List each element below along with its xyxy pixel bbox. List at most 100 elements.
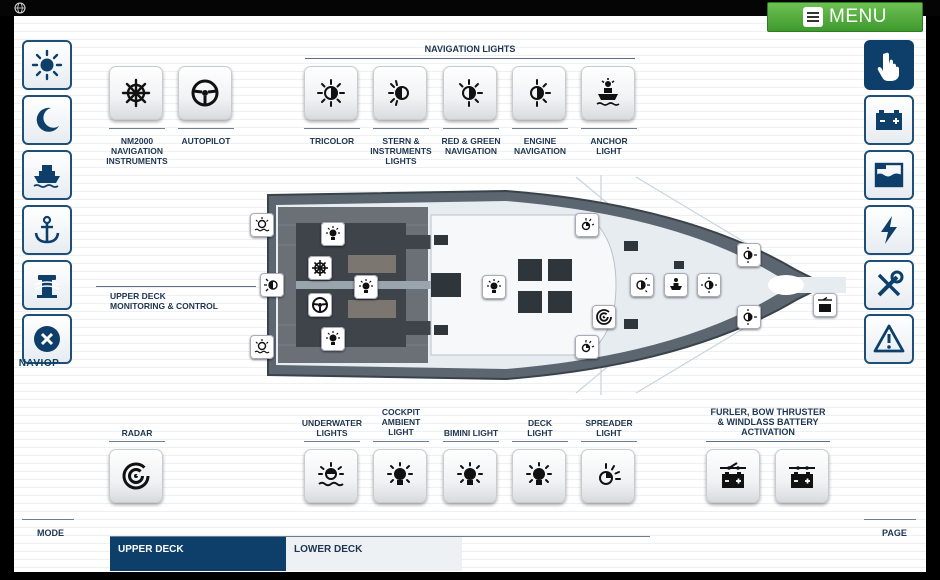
tank-page-button[interactable] [864,150,914,200]
mode-divider [22,519,74,520]
spreader-label-line2: LIGHT [596,428,622,438]
bow-light-port-marker[interactable] [737,243,761,267]
red-green-light-icon [743,309,757,325]
anchor-mode-button[interactable] [22,205,72,255]
navigation-lights-title: NAVIGATION LIGHTS [424,44,516,54]
lightning-icon [881,216,897,244]
bimini-light-marker[interactable] [482,275,506,299]
underwater-light-icon [254,217,270,232]
underwater-lights-button[interactable] [304,449,358,503]
page-label: PAGE [882,528,907,538]
anchor-light-icon [670,278,682,290]
underwater-label-line1: UNDERWATER [301,418,363,428]
cockpit-ambient-light-button[interactable] [373,449,427,503]
cockpit-light-marker-2[interactable] [354,275,378,299]
bulb-icon [487,279,501,293]
tab-lower-deck[interactable]: LOWER DECK [286,537,462,571]
engine-label-line2: NAVIGATION [513,146,567,156]
spreader-light-button[interactable] [581,449,635,503]
anchor-light-marker[interactable] [664,273,688,297]
autopilot-label: AUTOPILOT [181,136,231,146]
mode-label: MODE [37,528,64,538]
stern-label-line1: STERN & [382,136,420,146]
nm2000-line [109,128,165,129]
bollard-icon [34,275,60,298]
underwater-label-line2: LIGHTS [316,428,348,438]
tricolor-button[interactable] [304,66,358,120]
cockpit-line [373,441,429,442]
day-mode-button[interactable] [22,40,72,90]
bow-battery-marker[interactable] [813,293,837,317]
brand-logo: NAVIOP [18,358,60,369]
tools-icon [877,270,904,297]
bulb-icon [387,462,413,485]
battery-title-line1: FURLER, BOW THRUSTER [710,407,826,417]
menu-list-icon [803,7,824,27]
helm-icon [121,78,151,108]
underwater-light-port-marker[interactable] [250,213,274,237]
globe-icon [14,2,26,14]
bimini-line [443,441,499,442]
battery-switch-1-button[interactable] [706,449,760,503]
red-green-label-line2: NAVIGATION [444,146,498,156]
engine-light-marker[interactable] [630,273,654,297]
cruise-mode-button[interactable] [22,150,72,200]
anchor-light-button[interactable] [581,66,635,120]
nm2000-label-line2: NAVIGATION [110,146,164,156]
night-mode-button[interactable] [22,95,72,145]
stern-light-marker[interactable] [260,273,284,297]
menu-button[interactable]: MENU [767,2,923,32]
deck-line [512,441,568,442]
anchor-light-label: ANCHOR LIGHT [569,136,649,156]
underwater-lights-label: UNDERWATER LIGHTS [292,418,372,438]
cockpit-label-line3: LIGHT [388,427,414,437]
cockpit-label-line1: COCKPIT [381,407,421,417]
engine-label-line1: ENGINE [523,136,557,146]
close-button[interactable] [22,314,72,364]
battery-page-button[interactable] [864,95,914,145]
red-green-line [443,128,499,129]
spreader-light-port-marker[interactable] [575,213,599,237]
bulb-icon [326,331,340,345]
radar-icon [122,462,151,490]
deck-tabs: UPPER DECK LOWER DECK [110,537,462,571]
stern-label-line3: LIGHTS [385,156,417,166]
tricolor-light-icon [701,277,717,293]
tabs-divider [110,536,650,537]
tools-page-button[interactable] [864,260,914,310]
alarm-page-button[interactable] [864,314,914,364]
nm2000-navigation-button[interactable] [109,66,163,120]
deck-light-button[interactable] [512,449,566,503]
spreader-line [581,441,637,442]
red-green-light-icon [459,79,483,107]
red-green-light-icon [743,247,757,263]
menu-button-label: MENU [829,6,887,27]
red-green-navigation-button[interactable] [443,66,497,120]
upper-deck-label-line1: UPPER DECK [110,291,166,301]
power-page-button[interactable] [864,205,914,255]
nm2000-label: NM2000 NAVIGATION INSTRUMENTS [97,136,177,166]
mooring-mode-button[interactable] [22,260,72,310]
tab-upper-deck[interactable]: UPPER DECK [110,537,286,571]
battery-switch-2-button[interactable] [775,449,829,503]
battery-title-line3: ACTIVATION [741,427,795,437]
bow-light-starboard-marker[interactable] [737,305,761,329]
autopilot-line [178,128,234,129]
navigation-lights-line [305,58,635,59]
radar-button[interactable] [109,449,163,503]
spreader-light-starboard-marker[interactable] [575,335,599,359]
battery-icon [876,110,902,130]
autopilot-button[interactable] [178,66,232,120]
underwater-light-starboard-marker[interactable] [250,335,274,359]
cockpit-light-marker-1[interactable] [321,222,345,246]
autopilot-marker[interactable] [308,293,332,317]
nav-instruments-marker[interactable] [308,256,332,280]
tricolor-light-marker[interactable] [697,273,721,297]
engine-navigation-button[interactable] [512,66,566,120]
touch-page-button[interactable] [864,40,914,90]
steering-wheel-icon [191,79,219,107]
bimini-light-button[interactable] [443,449,497,503]
radar-marker[interactable] [592,305,616,329]
cockpit-light-marker-3[interactable] [321,327,345,351]
stern-instruments-lights-button[interactable] [373,66,427,120]
